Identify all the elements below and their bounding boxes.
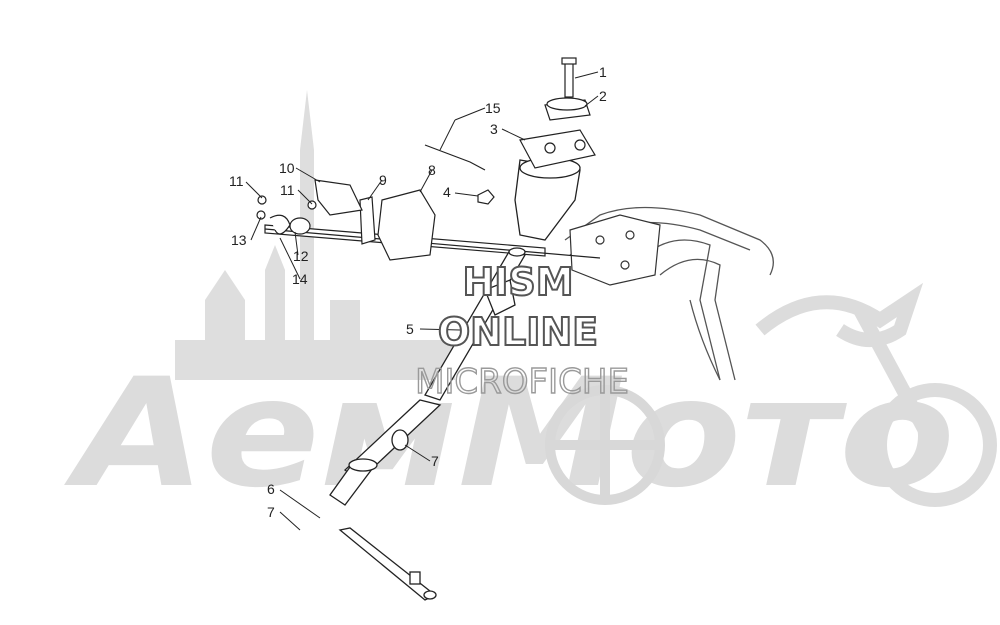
callout-13: 13 <box>231 232 247 248</box>
nut-part-4 <box>477 189 495 205</box>
wheel-watermark <box>545 385 665 505</box>
callout-12: 12 <box>293 248 309 264</box>
steering-post-assembly <box>329 157 581 601</box>
callout-6: 6 <box>267 481 275 497</box>
callout-5: 5 <box>406 321 414 337</box>
callout-11-left: 11 <box>229 173 244 189</box>
motorcycle-watermark <box>755 282 997 507</box>
clamp-part-3 <box>519 129 596 169</box>
brand-watermark: АемМото <box>64 347 955 521</box>
callout-4: 4 <box>443 184 451 200</box>
callout-7-lower: 7 <box>267 504 275 520</box>
watermark-line-3: MICROFICHE <box>415 362 629 402</box>
callout-15: 15 <box>485 100 501 116</box>
callout-11-right: 11 <box>280 182 295 198</box>
watermark-line-1: HISM <box>462 260 573 304</box>
callout-8: 8 <box>428 162 436 178</box>
callout-14: 14 <box>292 271 308 287</box>
plate-part-9 <box>359 196 376 245</box>
small-parts-11-14 <box>256 195 317 235</box>
clamp-part-2 <box>544 97 591 121</box>
frame-plate <box>569 214 661 286</box>
bolt-part-1 <box>561 57 577 98</box>
watermark-line-2: ONLINE <box>438 310 598 354</box>
callout-7-upper: 7 <box>431 453 439 469</box>
cable-part-15 <box>424 144 486 171</box>
bracket-part-8 <box>377 189 436 261</box>
leader-lines <box>245 71 599 531</box>
skyline-watermark <box>175 90 455 380</box>
callout-2: 2 <box>599 88 607 104</box>
callout-10: 10 <box>279 160 295 176</box>
callout-1: 1 <box>599 64 607 80</box>
callout-3: 3 <box>490 121 498 137</box>
callout-9: 9 <box>379 172 387 188</box>
bracket-part-10 <box>314 179 363 216</box>
